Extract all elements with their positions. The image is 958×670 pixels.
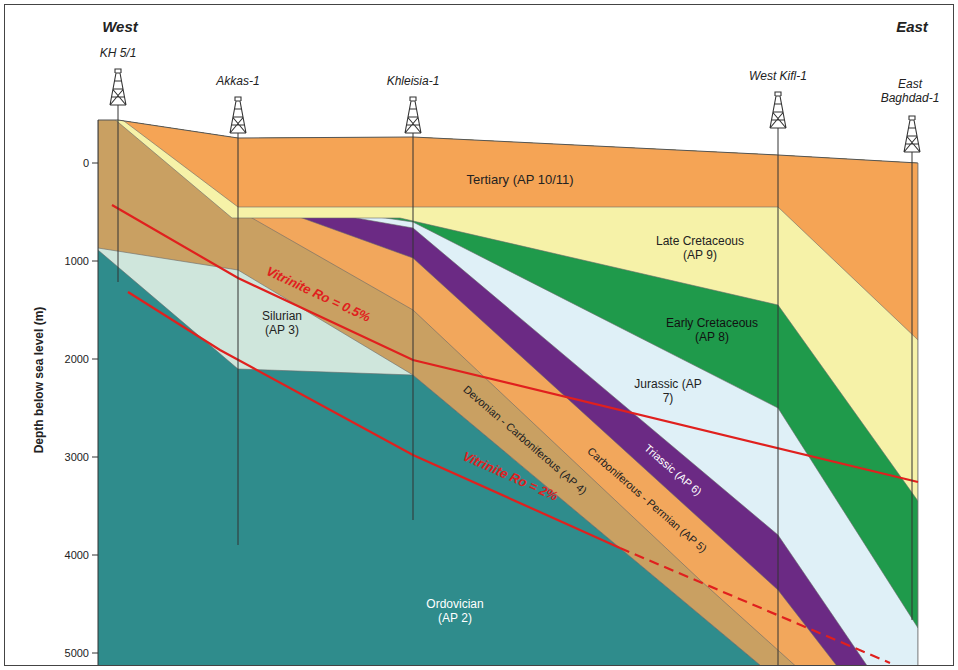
axis-tick: 3000 [65, 451, 89, 464]
well-symbol [770, 92, 786, 665]
devonian-carboniferous-layer [98, 0, 918, 670]
well-symbol [904, 116, 920, 620]
axis-tick: 1000 [65, 255, 89, 268]
well-name: Khleisia-1 [387, 75, 440, 89]
well-name: Akkas-1 [216, 75, 259, 89]
silurian-layer [98, 0, 918, 670]
ground-surface [98, 120, 918, 163]
well-track [118, 105, 119, 282]
derrick [770, 92, 786, 128]
well-track [778, 128, 779, 665]
layer-label: Jurassic (AP 7) [628, 378, 708, 406]
well-name: KH 5/1 [100, 47, 137, 61]
layer-label: Silurian (AP 3) [251, 310, 313, 338]
isoreflectance-line [128, 292, 620, 548]
axis-tick: 5000 [65, 647, 89, 660]
well-symbol [405, 97, 421, 520]
derrick [405, 97, 421, 133]
direction-label: East [896, 18, 928, 35]
well-name: East Baghdad-1 [874, 78, 946, 106]
layer-label: Late Cretaceous (AP 9) [645, 235, 755, 263]
well-track [238, 133, 239, 545]
well-name: West Kifl-1 [749, 70, 807, 84]
axis-tick: 0 [83, 157, 89, 170]
axis-tick: 4000 [65, 549, 89, 562]
depth-axis [92, 120, 98, 665]
well-symbol [230, 97, 246, 545]
derrick [110, 69, 126, 105]
isoreflectance-line-inferred [620, 548, 890, 663]
derrick [230, 97, 246, 133]
derrick [904, 116, 920, 152]
carboniferous-permian-layer [98, 0, 918, 670]
direction-label: West [102, 18, 138, 35]
tertiary-layer [98, 0, 918, 340]
axis-tick: 2000 [65, 353, 89, 366]
section-edge [918, 163, 919, 665]
layer-label: Early Cretaceous (AP 8) [657, 317, 767, 345]
well-symbol [110, 69, 126, 282]
early-cretaceous-layer [98, 0, 918, 628]
triassic-layer [98, 0, 918, 670]
layer-label: Tertiary (AP 10/11) [466, 173, 573, 188]
well-track [912, 152, 913, 620]
jurassic-layer [98, 0, 918, 670]
late-cretaceous-layer [98, 0, 918, 501]
axis-title: Depth below sea level (m) [33, 307, 47, 454]
layer-label: Ordovician (AP 2) [415, 598, 495, 626]
well-track [413, 133, 414, 520]
